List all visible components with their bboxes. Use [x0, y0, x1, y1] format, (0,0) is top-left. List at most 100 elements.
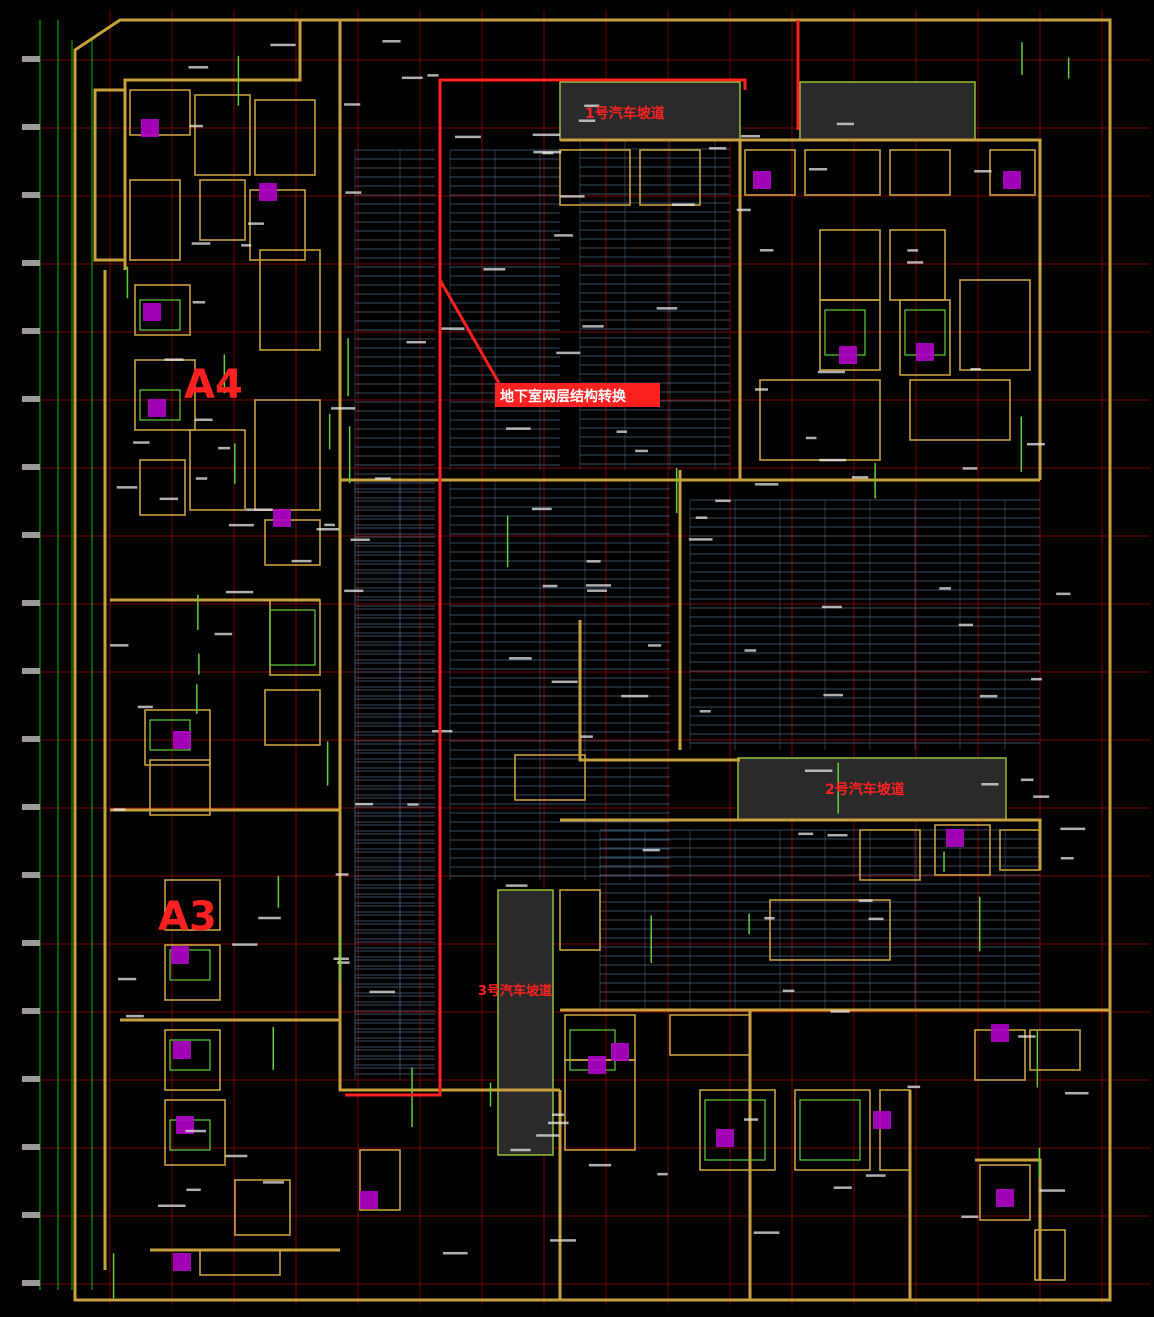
- annotation-mark: [743, 1118, 759, 1121]
- annotation-mark: [195, 477, 208, 480]
- annotation-mark: [548, 1121, 569, 1125]
- annotation-mark: [531, 507, 552, 511]
- ramp-top-right-fill: [799, 81, 976, 141]
- annotation-mark: [974, 170, 992, 173]
- room-outline: [794, 1089, 871, 1171]
- annotation-mark: [1065, 1091, 1089, 1095]
- annotation-mark: [510, 1148, 531, 1152]
- room-outline: [259, 249, 321, 351]
- annotation-mark: [406, 340, 426, 344]
- building-walls: [73, 18, 1112, 1302]
- stair-core: [141, 119, 159, 137]
- annotation-mark: [578, 119, 596, 122]
- annotation-mark: [584, 104, 600, 108]
- annotation-mark: [939, 587, 951, 590]
- annotation-mark: [343, 103, 361, 106]
- stair-core: [171, 946, 189, 964]
- annotation-mark: [110, 644, 129, 647]
- main-callout-box: [495, 383, 660, 407]
- annotation-mark: [509, 657, 532, 660]
- annotation-mark: [1056, 592, 1071, 596]
- annotation-mark: [805, 436, 817, 440]
- room-outline: [559, 889, 601, 951]
- annotation-mark: [715, 499, 731, 503]
- annotation-mark: [189, 124, 203, 128]
- stair-core: [611, 1043, 629, 1061]
- axis-tick: [22, 192, 40, 198]
- stair-core: [873, 1111, 891, 1129]
- ramp-2-label: 2号汽车坡道: [825, 781, 905, 798]
- annotation-mark: [819, 458, 847, 462]
- annotation-mark: [158, 1204, 186, 1208]
- annotation-mark: [192, 301, 206, 304]
- annotation-mark: [616, 430, 627, 433]
- annotation-mark: [270, 43, 296, 47]
- annotation-mark: [962, 467, 978, 470]
- annotation-mark: [830, 1010, 850, 1013]
- room-outline: [144, 709, 211, 766]
- annotation-mark: [817, 370, 845, 374]
- stair-core: [991, 1024, 1009, 1042]
- annotation-mark: [316, 528, 339, 531]
- stair-core: [839, 346, 857, 364]
- annotation-mark: [759, 249, 774, 252]
- axis-tick: [22, 668, 40, 674]
- annotation-mark: [401, 76, 423, 80]
- annotation-mark: [688, 538, 713, 541]
- annotation-mark: [754, 388, 769, 391]
- annotation-mark: [218, 446, 231, 450]
- axis-tick: [22, 1212, 40, 1218]
- annotation-mark: [344, 589, 364, 593]
- ramp-3-label: 3号汽车坡道: [478, 983, 552, 999]
- room-outline: [129, 179, 181, 261]
- annotation-mark: [533, 150, 562, 154]
- room-detail: [704, 1099, 766, 1161]
- ramp-1-label: 1号汽车坡道: [585, 105, 665, 122]
- annotation-mark: [232, 943, 258, 946]
- annotation-mark: [432, 729, 453, 733]
- axis-tick: [22, 1280, 40, 1286]
- room-outline: [199, 1249, 281, 1276]
- axis-tick-marks: [22, 56, 40, 1286]
- ramp-2-fill: [737, 757, 1007, 821]
- annotation-mark: [375, 477, 391, 480]
- room-outline: [879, 1089, 911, 1171]
- dimension-annotations: [110, 40, 1089, 1299]
- room-outline: [249, 189, 306, 261]
- annotation-mark: [695, 516, 708, 519]
- annotation-mark: [970, 367, 981, 371]
- axis-tick: [22, 532, 40, 538]
- room-outline: [819, 299, 881, 371]
- annotation-mark: [858, 899, 873, 902]
- annotation-mark: [536, 1134, 560, 1137]
- annotation-mark: [185, 1129, 207, 1133]
- room-outline: [769, 899, 891, 961]
- stair-core: [1003, 171, 1021, 189]
- stair-core: [173, 1253, 191, 1271]
- room-outline: [959, 279, 1031, 371]
- room-outline: [1029, 1029, 1081, 1071]
- room-outline: [189, 429, 246, 511]
- room-detail: [799, 1099, 861, 1161]
- annotation-mark: [744, 649, 757, 652]
- axis-tick: [22, 56, 40, 62]
- annotation-mark: [709, 147, 727, 150]
- room-outline: [979, 1164, 1031, 1221]
- axis-tick: [22, 804, 40, 810]
- annotation-mark: [188, 66, 209, 69]
- annotation-mark: [550, 1239, 577, 1242]
- room-outline: [134, 284, 191, 336]
- zone-label-a4: A4: [184, 362, 243, 408]
- room-outline: [359, 1149, 401, 1211]
- room-outline: [234, 1179, 291, 1236]
- annotation-mark: [350, 538, 370, 542]
- annotation-mark: [588, 1163, 612, 1167]
- annotation-mark: [821, 605, 842, 609]
- annotation-mark: [345, 191, 362, 194]
- annotation-mark: [961, 1215, 979, 1218]
- annotation-mark: [355, 802, 374, 806]
- annotation-mark: [582, 325, 604, 328]
- stair-core: [946, 829, 964, 847]
- annotation-mark: [580, 735, 593, 738]
